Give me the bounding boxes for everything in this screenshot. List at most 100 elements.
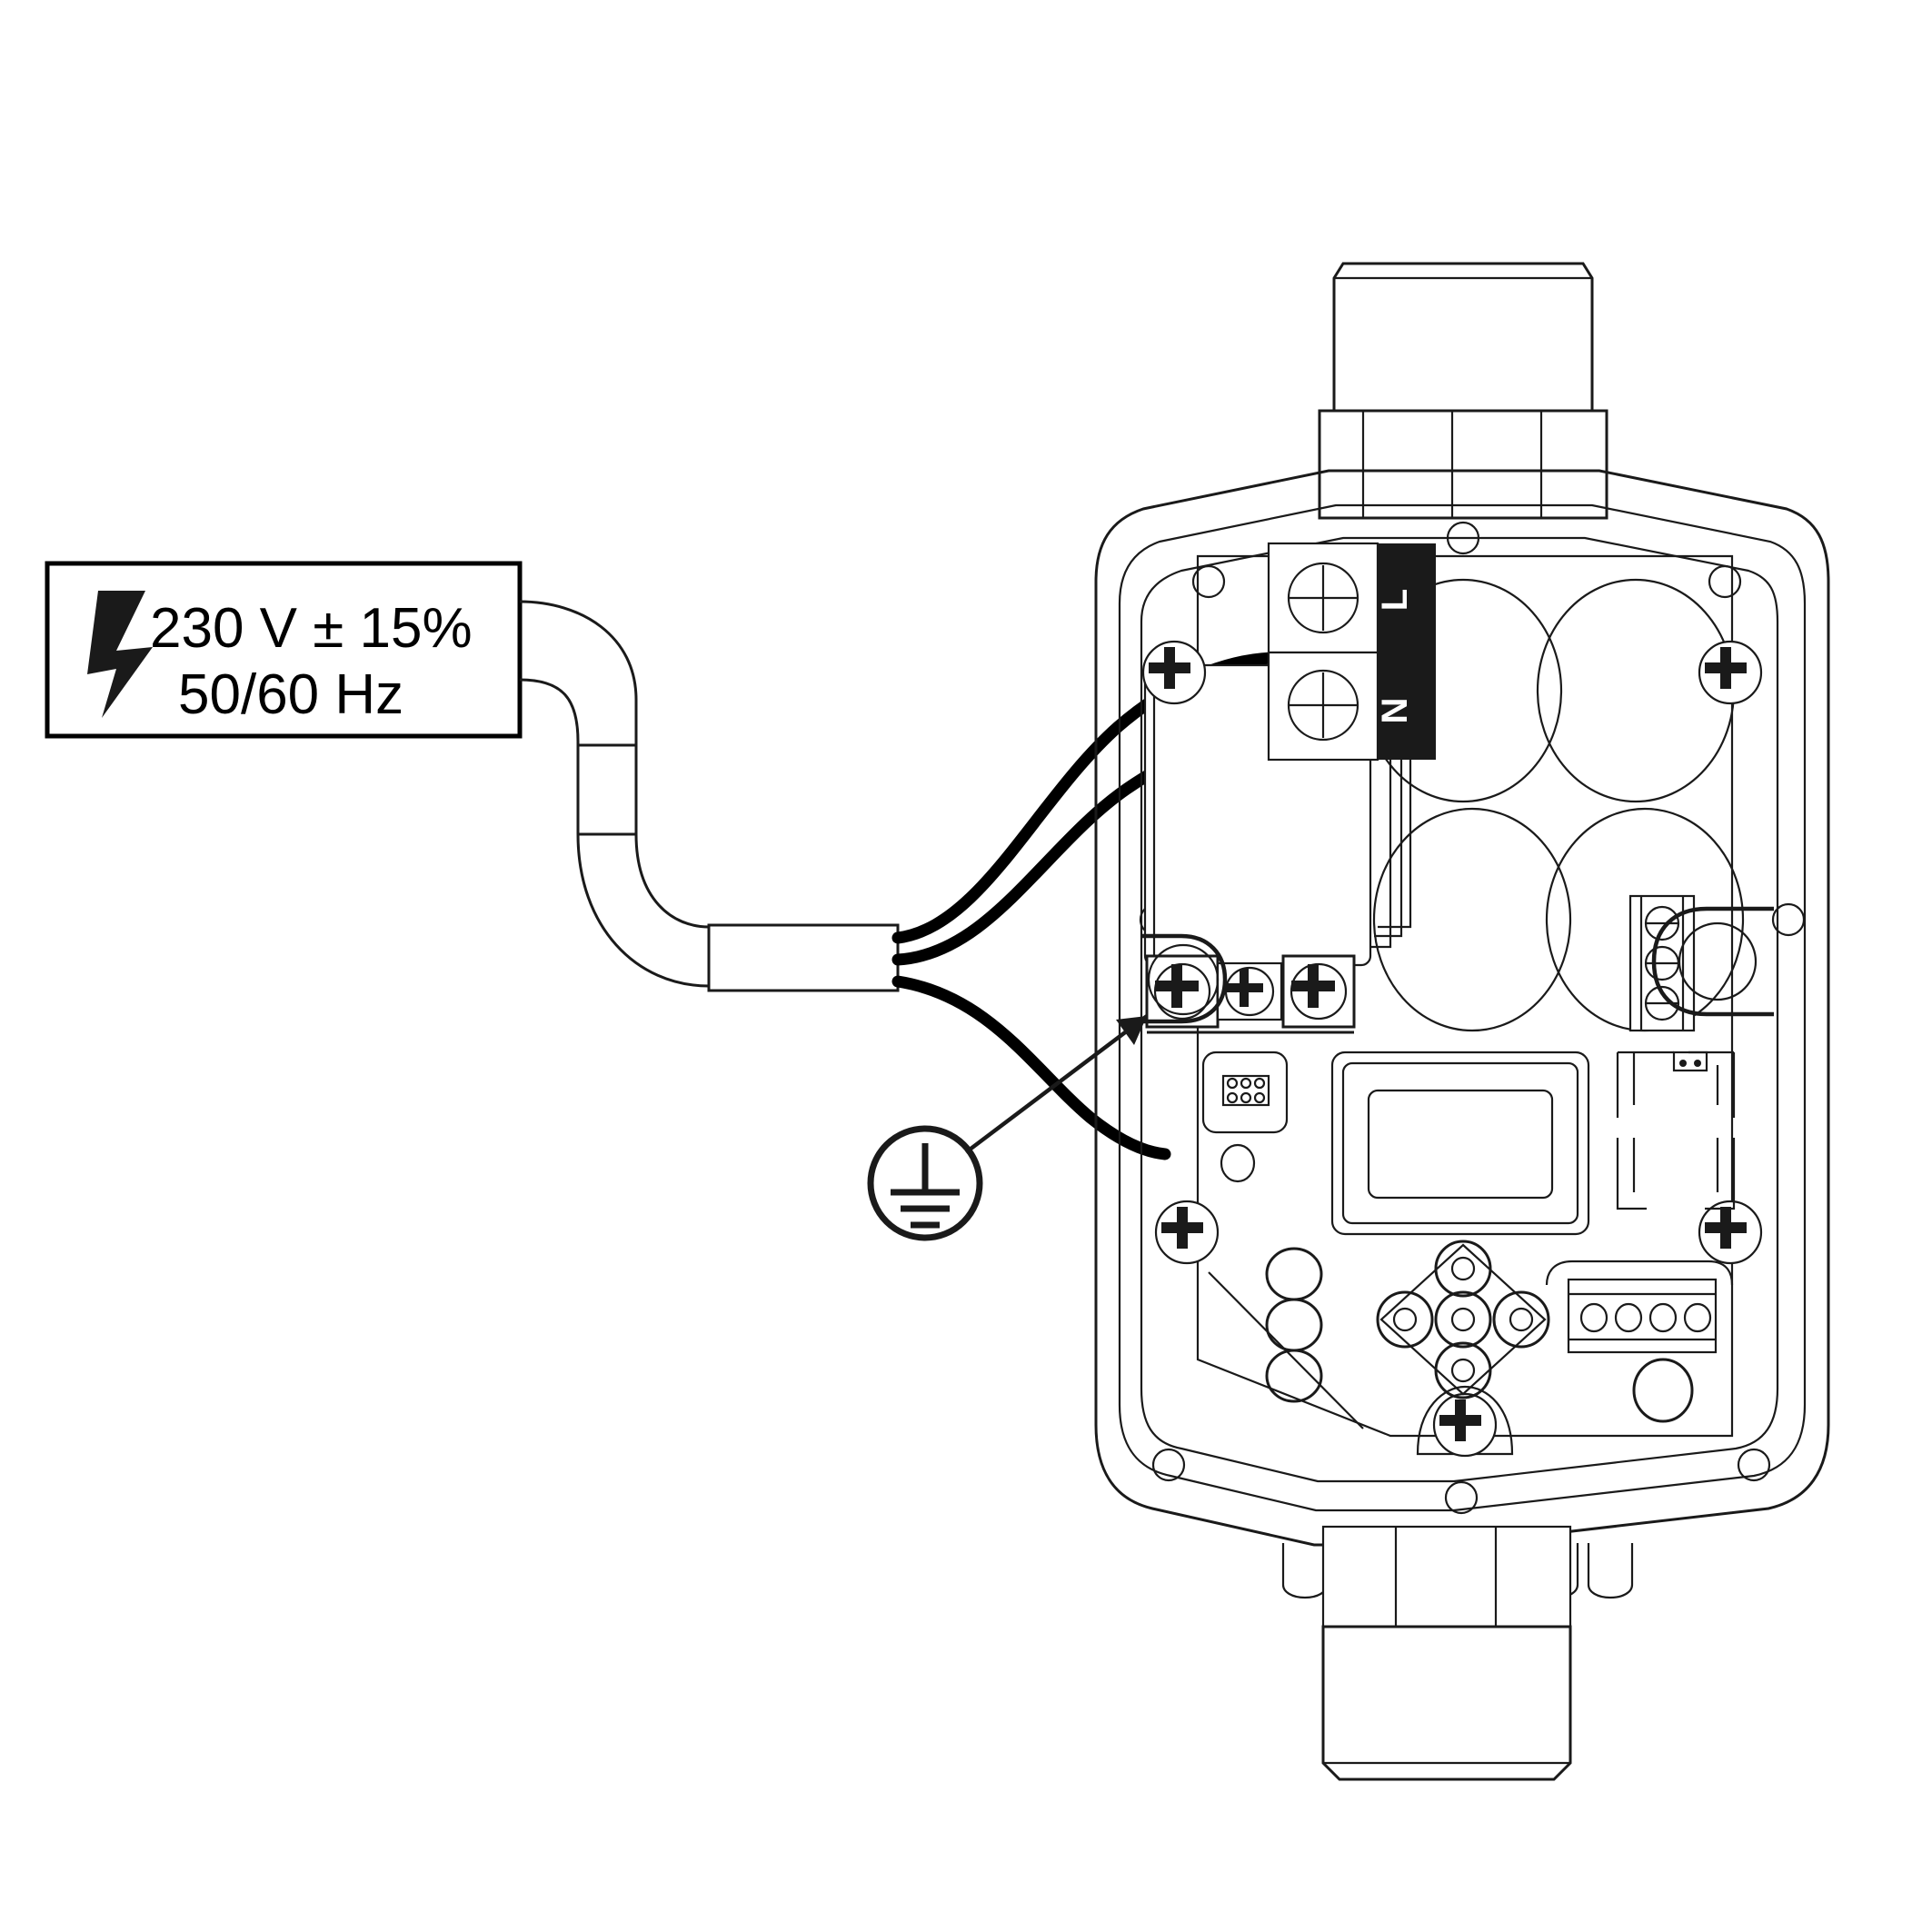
lcd-bezel: [1330, 1051, 1590, 1236]
cable-sheath-bend-inner: [634, 833, 710, 929]
transformer-fin-3: [1378, 734, 1412, 929]
callout-leader-line: [964, 1014, 1149, 1154]
pin-header-pins: [1226, 1077, 1266, 1104]
trimmer-potentiometer[interactable]: [1632, 1358, 1694, 1423]
lcd-screen: [1367, 1089, 1554, 1200]
protective-earth-symbol: [867, 1014, 1149, 1241]
rim-hole-tr: [1708, 564, 1742, 599]
wire-earth-PE: [891, 975, 1171, 1160]
connector-guard: [1545, 1260, 1734, 1286]
gland-hex-nut-top: [1318, 409, 1608, 520]
phillips-icon-2: [1225, 969, 1263, 1007]
connector-pin-4: [1683, 1302, 1712, 1333]
cover-screw-tr[interactable]: [1698, 640, 1763, 705]
phillips-icon-tl: [1149, 647, 1190, 689]
connector-pin-2: [1614, 1302, 1643, 1333]
keypad-button-up[interactable]: [1434, 1240, 1492, 1298]
bracket-top: [1616, 1051, 1736, 1118]
cover-screws[interactable]: [1141, 640, 1763, 1458]
enclosure-inner-rim: [1140, 536, 1779, 1483]
connector-pin-3: [1648, 1302, 1678, 1333]
keypad-button-down[interactable]: [1434, 1341, 1492, 1399]
led-3: [1265, 1349, 1323, 1403]
phillips-icon-3: [1291, 964, 1335, 1008]
clamp-hole-left: [1147, 943, 1220, 1016]
cable-jacket-end: [707, 923, 900, 992]
gland-small-1: [1281, 1543, 1329, 1599]
enclosure-outer-edge: [1094, 469, 1830, 1547]
cover-screw-boss: [1416, 1385, 1514, 1456]
bracket-hole-2: [1694, 1060, 1701, 1067]
lightning-bolt-icon: [87, 591, 153, 718]
protective-earth-icon: [891, 1143, 960, 1229]
pin-2: [1240, 1077, 1252, 1090]
warning-label-line1: 230 V ± 15%: [150, 597, 473, 660]
cable-clamp-right: [1651, 906, 1774, 1017]
keypad-button-center[interactable]: [1434, 1290, 1492, 1349]
pin-1: [1226, 1077, 1239, 1090]
rim-hole-top: [1446, 521, 1480, 555]
connector-pin-1: [1579, 1302, 1608, 1333]
keypad[interactable]: [1376, 1240, 1550, 1399]
cable-sheath-top: [519, 600, 638, 745]
phillips-icon-bottom: [1439, 1399, 1481, 1441]
capacitor-3: [1372, 807, 1572, 1032]
cable-sheath-bend-outer: [576, 833, 710, 988]
lcd-display: [1330, 1051, 1590, 1236]
bottom-cable-glands: [1281, 1525, 1634, 1781]
rim-hole-tl: [1191, 564, 1226, 599]
phillips-icon-1: [1155, 964, 1199, 1008]
pin-6: [1253, 1091, 1266, 1104]
top-cable-gland: [1318, 262, 1608, 520]
rim-hole-bottom: [1444, 1480, 1479, 1515]
cover-screw-bl[interactable]: [1154, 1200, 1220, 1265]
arrow-icon: [1116, 1016, 1147, 1045]
rim-hole-bl: [1151, 1448, 1186, 1482]
bracket-latch: [1672, 1051, 1708, 1072]
rim-hole-r: [1771, 902, 1806, 937]
led-2: [1265, 1298, 1323, 1352]
terminal-marker-strip: [1378, 543, 1436, 760]
led-indicators: [1265, 1247, 1323, 1403]
phillips-icon-bl: [1161, 1207, 1203, 1249]
phillips-icon-br: [1705, 1207, 1747, 1249]
cover-screw-br[interactable]: [1698, 1200, 1763, 1265]
bracket-bottom: [1616, 1138, 1736, 1210]
clamp-hole-right: [1678, 921, 1758, 1001]
keypad-buttons[interactable]: [1376, 1240, 1550, 1399]
gland-small-5: [1587, 1543, 1634, 1599]
cover-screw-bottom[interactable]: [1416, 1385, 1514, 1458]
lcd-bezel-inner: [1341, 1061, 1579, 1225]
enclosure-gasket-groove: [1118, 503, 1807, 1512]
gland-hex-nut-bottom: [1321, 1525, 1572, 1628]
warning-label-line2: 50/60 Hz: [178, 663, 403, 726]
relay-bracket: [1616, 1051, 1736, 1210]
pin-5: [1240, 1091, 1252, 1104]
cable-clamp-left: [1141, 933, 1228, 1024]
terminal-label-N: N: [1375, 698, 1415, 724]
mains-cable: [519, 600, 900, 992]
connector-4pin-body[interactable]: [1567, 1278, 1718, 1354]
pin-4: [1226, 1091, 1239, 1104]
earth-terminal-strip[interactable]: [1145, 954, 1356, 1034]
connector-4pin[interactable]: [1545, 1260, 1734, 1423]
keypad-outline: [1379, 1243, 1547, 1396]
keypad-button-left[interactable]: [1376, 1290, 1434, 1349]
pin-header-shroud: [1221, 1074, 1270, 1107]
cover-screw-tl[interactable]: [1141, 640, 1207, 705]
mains-terminal-block[interactable]: L N: [1267, 542, 1436, 762]
phillips-icon-tr: [1705, 647, 1747, 689]
component-via: [1220, 1143, 1256, 1183]
bracket-hole-1: [1679, 1060, 1687, 1067]
earth-screw-heads: [1153, 962, 1348, 1021]
rim-hole-br: [1737, 1448, 1771, 1482]
clamp-outline-right: [1651, 906, 1774, 1017]
terminal-label-L: L: [1375, 589, 1415, 611]
pin-header: [1201, 1051, 1289, 1183]
warning-label: 230 V ± 15% 50/60 Hz: [45, 561, 523, 739]
gland-cap-top: [1332, 262, 1594, 413]
keypad-button-right[interactable]: [1492, 1290, 1550, 1349]
pin-3: [1253, 1077, 1266, 1090]
